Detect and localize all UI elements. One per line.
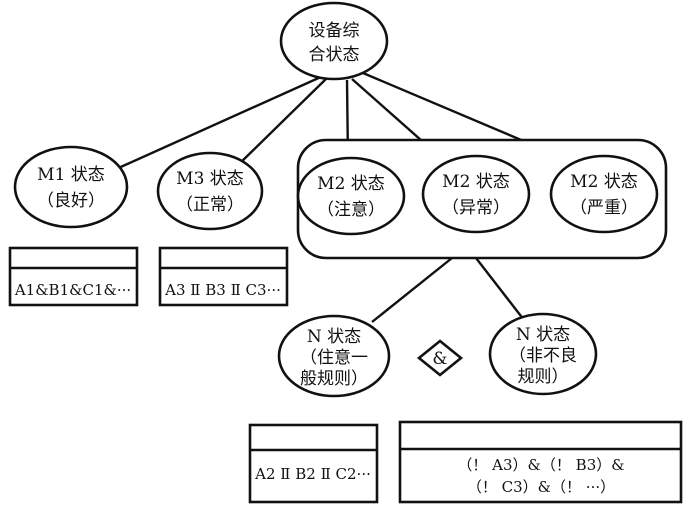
- n2-node: N 状态 （非不良 规则）: [488, 312, 598, 396]
- edge-root-m3: [235, 77, 328, 168]
- m2-severe-node-line-1: M2 状态: [570, 172, 638, 192]
- root-node-line-2: 合状态: [309, 45, 360, 65]
- m1-node: M1 状态 （良好）: [13, 145, 129, 229]
- n2-rule-box-frame: [398, 420, 683, 504]
- m3-node: M3 状态 （正常）: [156, 151, 264, 231]
- and-operator-label: &: [432, 349, 447, 369]
- n2-node-line-1: N 状态: [516, 325, 570, 345]
- m2-attention-node-line-1: M2 状态: [317, 174, 385, 194]
- edge-group-n1: [371, 257, 453, 323]
- and-operator-diamond: [416, 339, 464, 377]
- n2-node-line-3: 规则）: [518, 367, 569, 387]
- m2-abnormal-node: M2 状态 （异常）: [421, 154, 531, 234]
- m3-rule-box: A3 Ⅱ B3 Ⅱ C3···: [158, 246, 289, 307]
- n2-node-line-2: （非不良: [509, 346, 577, 366]
- m1-node-line-1: M1 状态: [37, 165, 105, 185]
- m3-rule-text: A3 Ⅱ B3 Ⅱ C3···: [164, 281, 281, 299]
- n1-node: N 状态 （住意一 般规则）: [277, 314, 391, 398]
- m2-attention-node: M2 状态 （注意）: [296, 156, 406, 236]
- n1-node-line-2: （住意一: [300, 348, 368, 368]
- and-operator: &: [416, 339, 464, 377]
- m3-node-line-1: M3 状态: [176, 169, 244, 189]
- m2-attention-node-ellipse: [296, 156, 406, 236]
- m1-node-line-2: （良好）: [37, 191, 105, 211]
- m2-severe-node-line-2: （严重）: [570, 198, 638, 218]
- n1-rule-box-frame: [248, 423, 379, 504]
- edges: [113, 71, 586, 323]
- n1-node-ellipse: [277, 314, 391, 398]
- n2-rule-line-2: （！ C3）&（！ ···）: [467, 478, 615, 496]
- m3-rule-box-frame: [158, 246, 289, 307]
- m2-abnormal-node-line-1: M2 状态: [442, 172, 510, 192]
- n1-node-line-3: 般规则）: [300, 369, 368, 389]
- root-node: 设备综 合状态: [279, 1, 389, 81]
- m2-attention-node-line-2: （注意）: [317, 200, 385, 220]
- m2-abnormal-node-ellipse: [421, 154, 531, 234]
- m2-severe-node: M2 状态 （严重）: [549, 154, 659, 234]
- n1-rule-box: A2 Ⅱ B2 Ⅱ C2···: [248, 423, 379, 504]
- m3-node-ellipse: [156, 151, 264, 231]
- m1-rule-box: A1&B1&C1&···: [8, 246, 139, 307]
- n1-node-line-1: N 状态: [307, 327, 361, 347]
- m1-node-ellipse: [13, 145, 129, 229]
- m2-severe-node-ellipse: [549, 154, 659, 234]
- n2-rule-line-1: （！ A3）&（！ B3）&: [457, 456, 624, 474]
- root-node-ellipse: [279, 1, 389, 81]
- m1-rule-text: A1&B1&C1&···: [14, 281, 131, 299]
- m3-node-line-2: （正常）: [176, 195, 244, 215]
- root-node-line-1: 设备综: [309, 21, 360, 41]
- n2-rule-box: （！ A3）&（！ B3）& （！ C3）&（！ ···）: [398, 420, 683, 504]
- m2-abnormal-node-line-2: （异常）: [442, 198, 510, 218]
- edge-root-m1: [113, 74, 324, 172]
- edge-group-n2: [475, 257, 525, 321]
- n1-rule-text: A2 Ⅱ B2 Ⅱ C2···: [254, 465, 371, 483]
- n2-node-ellipse: [488, 312, 598, 396]
- m1-rule-box-frame: [8, 246, 139, 307]
